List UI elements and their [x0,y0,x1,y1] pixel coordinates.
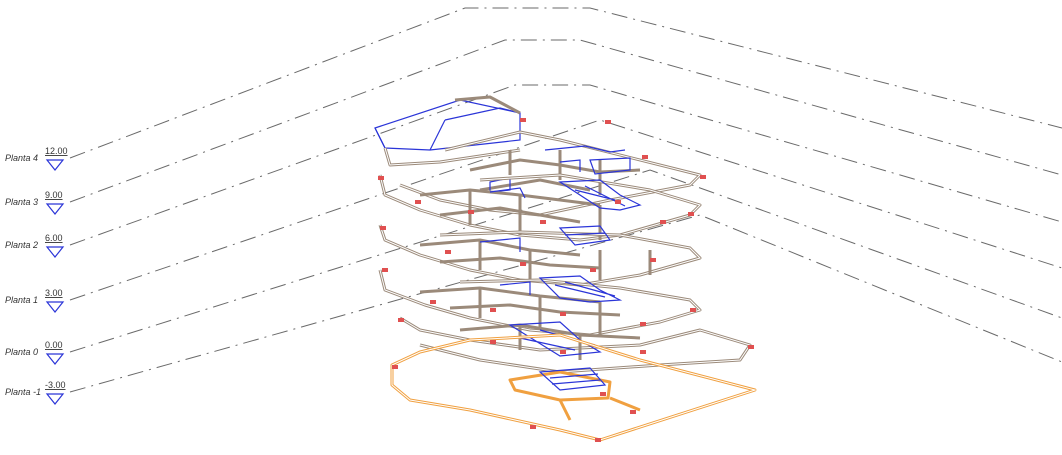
level-label[interactable]: Planta 4 12.00 [5,146,68,171]
level-elevation: 3.00 [45,288,63,298]
level-label[interactable]: Planta 2 6.00 [5,233,65,258]
floor-plan-planta-0[interactable] [378,269,702,337]
level-label[interactable]: Planta 1 3.00 [5,288,65,313]
level-marker-icon [45,246,65,258]
floor-plan-planta-2[interactable] [378,173,702,242]
level-name: Planta 3 [5,197,38,207]
level-label[interactable]: Planta 0 0.00 [5,340,65,365]
level-elevation: -3.00 [45,380,66,390]
level-marker-icon [45,203,65,215]
level-name: Planta 1 [5,295,38,305]
level-label[interactable]: Planta 3 9.00 [5,190,65,215]
floor-plan-planta-1[interactable] [378,224,702,287]
level-name: Planta -1 [5,387,41,397]
level-marker-icon [45,159,65,171]
element-markers [378,118,754,442]
level-name: Planta 2 [5,240,38,250]
level-marker-icon [45,301,65,313]
level-label[interactable]: Planta -1 -3.00 [5,380,66,405]
level-reference-lines [69,7,1062,393]
level-name: Planta 4 [5,153,38,163]
level-elevation: 0.00 [45,340,63,350]
level-name: Planta 0 [5,347,38,357]
level-elevation: 6.00 [45,233,63,243]
level-elevation: 12.00 [45,146,68,156]
level-elevation: 9.00 [45,190,63,200]
level-marker-icon [45,393,65,405]
level-marker-icon [45,353,65,365]
floor-plan-planta-4[interactable] [374,95,521,167]
floor-plan-planta-3[interactable] [399,130,702,217]
floor-plan-planta-minus-1[interactable] [390,316,757,442]
